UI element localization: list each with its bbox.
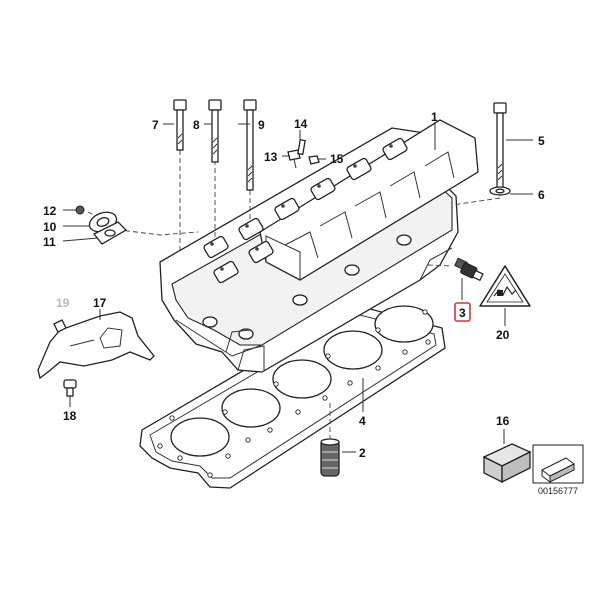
stud-14 xyxy=(297,139,306,156)
callout-4: 4 xyxy=(359,414,366,428)
bracket-17 xyxy=(37,311,155,380)
warning-triangle-20 xyxy=(479,265,531,307)
callout-3-highlight xyxy=(454,302,471,322)
head-bolt-7 xyxy=(173,99,187,151)
callout-14: 14 xyxy=(294,117,308,131)
callout-13: 13 xyxy=(264,150,278,164)
callout-11: 11 xyxy=(43,235,56,249)
callout-3: 3 xyxy=(459,306,466,320)
bolt-12 xyxy=(75,205,85,215)
callout-6: 6 xyxy=(538,188,545,202)
temperature-sensor-3 xyxy=(454,257,484,282)
gasket-11 xyxy=(92,221,128,245)
sleeve-2 xyxy=(320,438,340,477)
callout-16: 16 xyxy=(496,414,510,428)
callout-2: 2 xyxy=(359,446,366,460)
nut-15 xyxy=(308,155,320,165)
callout-12: 12 xyxy=(43,204,57,218)
callout-18: 18 xyxy=(63,409,77,423)
callout-7: 7 xyxy=(152,118,159,132)
washer-6 xyxy=(489,186,511,196)
callout-9: 9 xyxy=(258,118,265,132)
reference-number: 00156777 xyxy=(538,486,578,496)
reference-box xyxy=(532,444,584,484)
bolt-5 xyxy=(493,102,507,189)
callout-8: 8 xyxy=(193,118,200,132)
callout-1: 1 xyxy=(431,110,438,124)
bolt-13 xyxy=(287,149,301,169)
callout-19: 19 xyxy=(56,296,70,310)
cylinder-head xyxy=(159,119,479,373)
callout-20: 20 xyxy=(496,328,510,342)
leader-lines xyxy=(62,122,533,453)
callout-10: 10 xyxy=(43,220,57,234)
callout-5: 5 xyxy=(538,134,545,148)
head-bolt-9 xyxy=(243,99,257,191)
head-gasket xyxy=(139,304,446,489)
bolt-18 xyxy=(63,379,77,397)
head-bolt-8 xyxy=(208,99,222,163)
callout-15: 15 xyxy=(330,152,344,166)
bolt-19 xyxy=(53,319,67,333)
repair-kit-box-16 xyxy=(482,443,532,484)
callout-17: 17 xyxy=(93,296,107,310)
